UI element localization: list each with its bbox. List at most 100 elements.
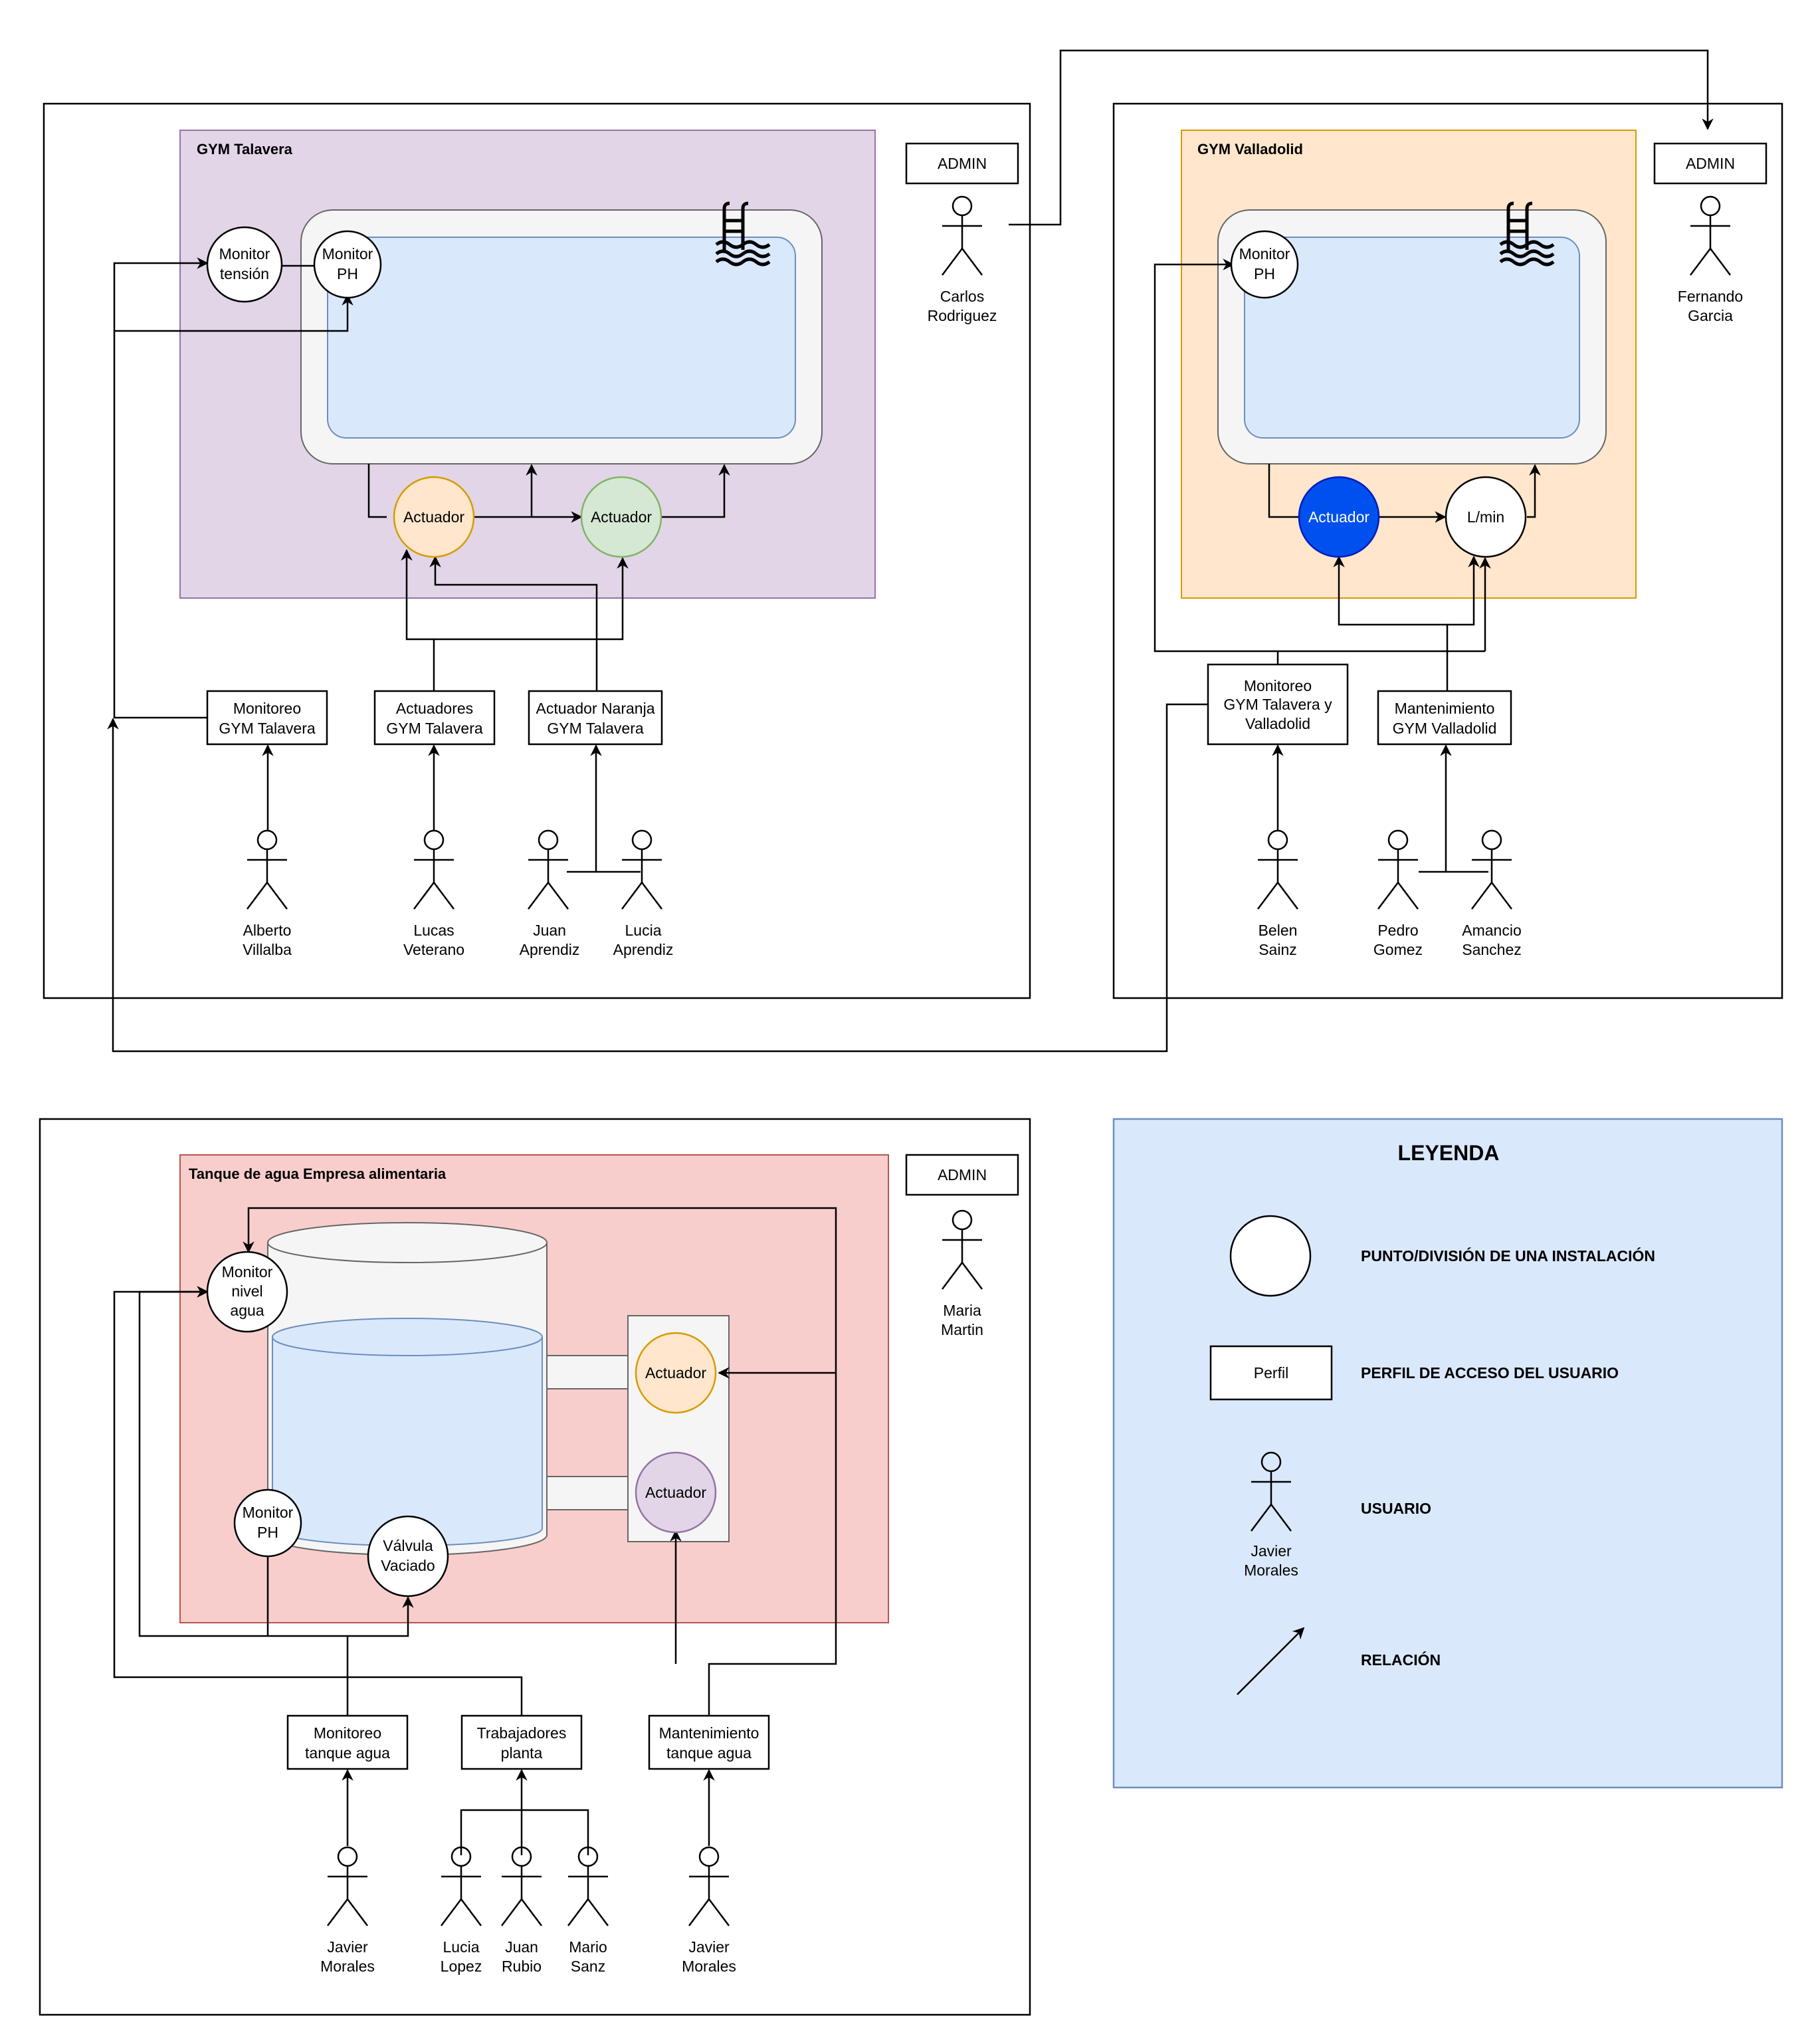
- pool-ladder-icon: [715, 201, 771, 266]
- user-name-first: Pedro: [1377, 922, 1418, 939]
- user-name-first: Mario: [569, 1938, 607, 1956]
- talavera-profile-actuadores[interactable]: Actuadores GYM Talavera: [373, 690, 496, 746]
- valladolid-flow-meter[interactable]: L/min: [1445, 476, 1527, 558]
- svg-text:Válvula: Válvula: [383, 1537, 433, 1554]
- legend-title: LEYENDA: [1398, 1141, 1500, 1165]
- stick-figure-user-icon[interactable]: [567, 1846, 609, 1926]
- stick-figure-user-icon[interactable]: [441, 1846, 482, 1926]
- valladolid-admin-profile[interactable]: ADMIN: [1653, 142, 1767, 185]
- user-name-first: Lucia: [443, 1938, 480, 1956]
- stick-figure-user-icon[interactable]: [621, 829, 662, 910]
- tanque-admin-user-last: Martin: [941, 1321, 983, 1338]
- user-name-first: Belen: [1259, 922, 1298, 939]
- tanque-profile-trabajadores[interactable]: Trabajadores planta: [460, 1714, 583, 1770]
- svg-text:Monitor: Monitor: [322, 245, 373, 262]
- user-name-last: Sanz: [571, 1958, 605, 1975]
- svg-text:Valladolid: Valladolid: [1245, 715, 1310, 732]
- stick-figure-user-icon[interactable]: [528, 829, 569, 910]
- talavera-pool: [300, 209, 823, 464]
- user-name-first: Javier: [688, 1938, 730, 1956]
- legend-panel: [1112, 1118, 1783, 1789]
- talavera-actuator-green[interactable]: Actuador: [580, 476, 662, 558]
- stick-figure-user-icon[interactable]: [942, 1209, 983, 1290]
- legend-relation-label: RELACIÓN: [1361, 1651, 1441, 1669]
- stick-figure-user-icon[interactable]: [1471, 829, 1512, 910]
- svg-text:L/min: L/min: [1467, 508, 1504, 526]
- legend-point-label: PUNTO/DIVISIÓN DE UNA INSTALACIÓN: [1361, 1247, 1655, 1265]
- tanque-monitor-nivel[interactable]: Monitor nivel agua: [206, 1251, 288, 1333]
- tanque-actuator-purple[interactable]: Actuador: [635, 1451, 717, 1534]
- tanque-admin-profile[interactable]: ADMIN: [905, 1154, 1019, 1196]
- talavera-actuator-orange[interactable]: Actuador: [393, 476, 475, 558]
- svg-text:Vaciado: Vaciado: [381, 1557, 435, 1574]
- svg-text:Mantenimiento: Mantenimiento: [659, 1724, 759, 1742]
- svg-text:ADMIN: ADMIN: [1686, 155, 1735, 172]
- legend-user-sample-first: Javier: [1251, 1542, 1292, 1560]
- stick-figure-user-icon[interactable]: [942, 195, 983, 276]
- svg-text:nivel: nivel: [231, 1282, 262, 1300]
- svg-text:tensión: tensión: [220, 265, 269, 282]
- stick-figure-user-icon[interactable]: [1377, 829, 1419, 910]
- svg-text:Actuadores: Actuadores: [396, 700, 473, 717]
- svg-text:GYM Talavera y: GYM Talavera y: [1223, 696, 1332, 713]
- svg-text:Monitor: Monitor: [243, 1504, 294, 1521]
- stick-figure-user-icon[interactable]: [247, 829, 288, 910]
- stick-figure-user-icon[interactable]: [1257, 829, 1298, 910]
- user-name-last: Veterano: [403, 941, 464, 958]
- svg-text:Mantenimiento: Mantenimiento: [1395, 700, 1495, 717]
- user-name-last: Morales: [320, 1958, 375, 1975]
- valladolid-actuator[interactable]: Actuador: [1298, 476, 1380, 558]
- svg-text:Monitor: Monitor: [222, 1263, 273, 1280]
- user-name-last: Morales: [682, 1958, 736, 1975]
- user-name-last: Sainz: [1259, 941, 1297, 958]
- svg-text:Actuador: Actuador: [645, 1484, 706, 1501]
- user-name-last: Rubio: [502, 1958, 542, 1975]
- valladolid-admin-user-first: Fernando: [1678, 288, 1743, 305]
- tanque-actuator-orange[interactable]: Actuador: [635, 1332, 717, 1414]
- talavera-monitor-ph[interactable]: Monitor PH: [313, 230, 382, 299]
- svg-text:Actuador Naranja: Actuador Naranja: [536, 700, 655, 717]
- svg-text:Actuador: Actuador: [591, 508, 652, 526]
- svg-text:ADMIN: ADMIN: [938, 155, 987, 172]
- svg-text:GYM Talavera: GYM Talavera: [219, 720, 316, 737]
- tanque-monitor-ph[interactable]: Monitor PH: [233, 1488, 302, 1558]
- user-name-first: Juan: [505, 1938, 538, 1956]
- svg-text:Actuador: Actuador: [1308, 508, 1369, 526]
- legend-profile-sample-label: Perfil: [1254, 1364, 1288, 1381]
- tanque-valve[interactable]: Válvula Vaciado: [367, 1515, 449, 1597]
- valladolid-profile-monitoreo[interactable]: Monitoreo GYM Talavera y Valladolid: [1207, 663, 1349, 746]
- user-name-last: Gomez: [1373, 941, 1423, 958]
- svg-text:ADMIN: ADMIN: [938, 1166, 987, 1183]
- valladolid-connectors: [107, 258, 1541, 1053]
- valladolid-monitor-ph[interactable]: Monitor PH: [1230, 230, 1299, 299]
- tanque-profile-mantenimiento[interactable]: Mantenimiento tanque agua: [648, 1714, 770, 1770]
- tank-pipe-lower: [546, 1476, 629, 1510]
- talavera-profile-monitoreo[interactable]: Monitoreo GYM Talavera: [206, 690, 328, 746]
- valladolid-zone-title: GYM Valladolid: [1197, 141, 1303, 157]
- talavera-admin-user-first: Carlos: [940, 288, 984, 305]
- svg-text:Monitor: Monitor: [1239, 245, 1290, 262]
- stick-figure-user-icon: [1251, 1451, 1292, 1532]
- talavera-profile-actuador-naranja[interactable]: Actuador Naranja GYM Talavera: [528, 690, 663, 746]
- svg-text:PH: PH: [257, 1524, 278, 1541]
- valladolid-pool: [1217, 209, 1607, 464]
- svg-text:agua: agua: [230, 1302, 264, 1319]
- stick-figure-user-icon[interactable]: [1690, 195, 1731, 276]
- stick-figure-user-icon[interactable]: [501, 1846, 542, 1926]
- talavera-admin-profile[interactable]: ADMIN: [905, 142, 1019, 185]
- stick-figure-user-icon[interactable]: [327, 1846, 368, 1926]
- tanque-profile-monitoreo[interactable]: Monitoreo tanque agua: [286, 1714, 409, 1770]
- user-name-first: Alberto: [243, 922, 292, 939]
- legend-profile-sample: [1209, 1345, 1333, 1401]
- talavera-monitor-tension[interactable]: Monitor tensión: [206, 226, 283, 303]
- svg-text:GYM Valladolid: GYM Valladolid: [1393, 720, 1497, 737]
- valladolid-profile-mantenimiento[interactable]: Mantenimiento GYM Valladolid: [1377, 690, 1512, 746]
- tank-pipe-upper: [546, 1355, 629, 1389]
- stick-figure-user-icon[interactable]: [413, 829, 454, 910]
- user-name-first: Lucas: [413, 922, 454, 939]
- legend-user-sample-last: Morales: [1244, 1562, 1298, 1579]
- user-name-first: Lucia: [625, 922, 662, 939]
- tanque-zone-title: Tanque de agua Empresa alimentaria: [189, 1166, 447, 1182]
- arrow-icon: [1237, 1627, 1305, 1695]
- stick-figure-user-icon[interactable]: [688, 1846, 730, 1926]
